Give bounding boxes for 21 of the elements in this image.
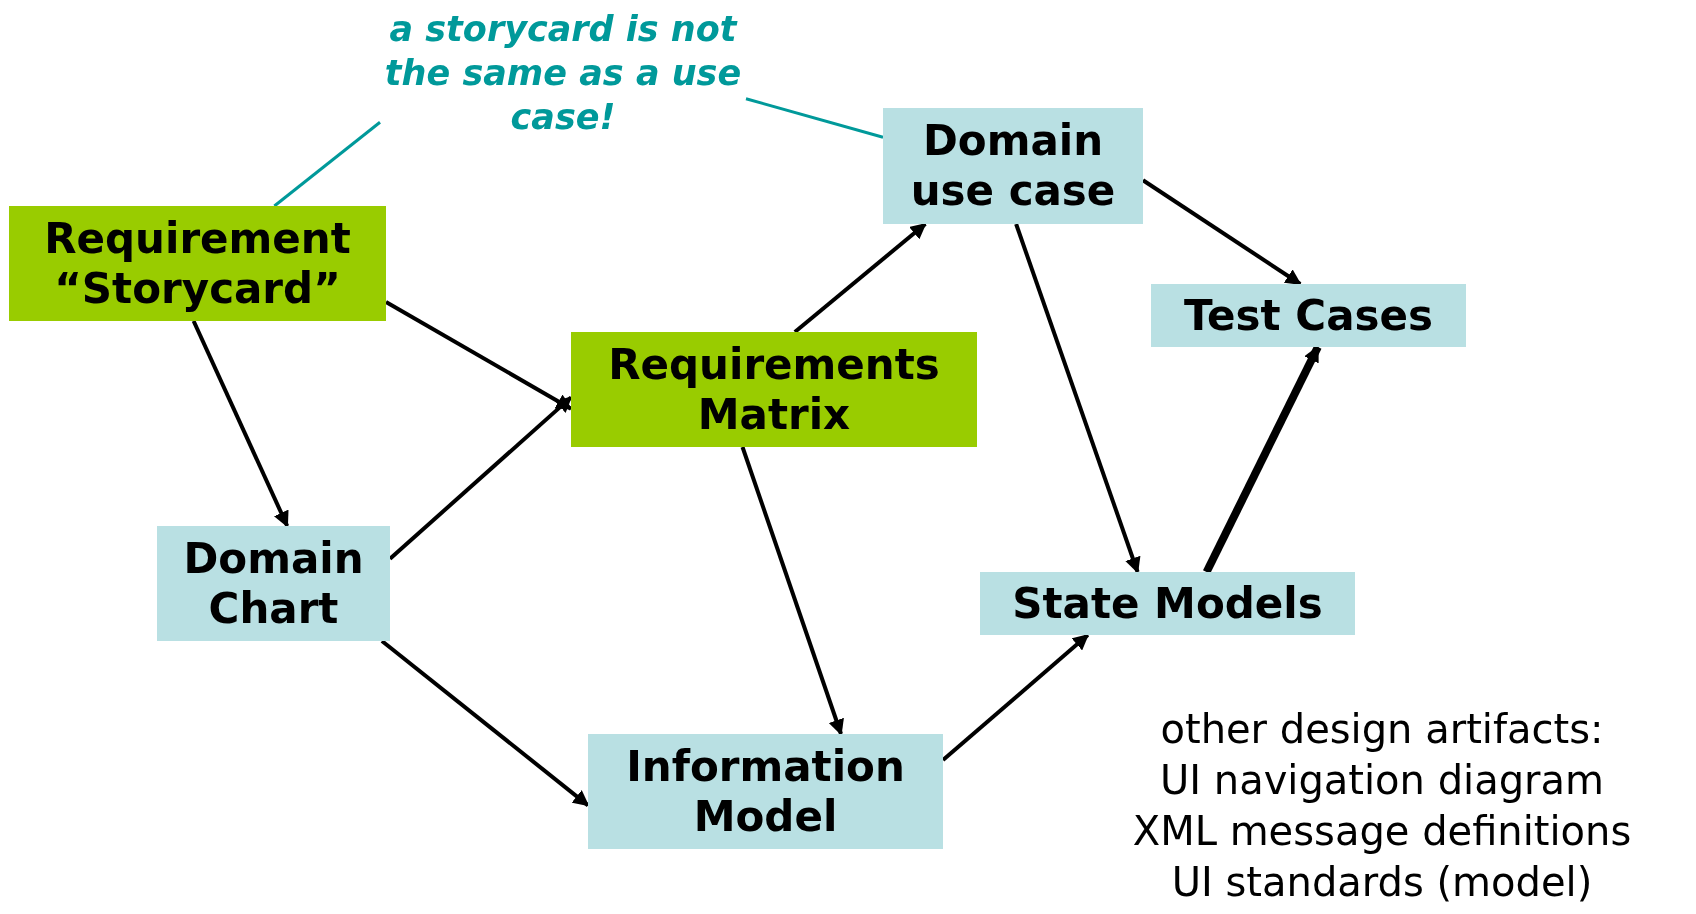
arrow bbox=[191, 320, 290, 528]
artifact-box: Information Model bbox=[588, 734, 943, 849]
artifact-box: Test Cases bbox=[1151, 284, 1466, 347]
arrow bbox=[380, 639, 590, 807]
requirement-box: Requirement “Storycard” bbox=[9, 206, 386, 321]
note-text: UI standards (model) bbox=[1171, 858, 1593, 907]
note-text: other design artifacts: bbox=[1160, 705, 1604, 754]
arrow bbox=[1203, 345, 1322, 574]
artifact-box: Domain use case bbox=[883, 108, 1143, 224]
arrow bbox=[1014, 223, 1141, 574]
leader-line bbox=[745, 97, 884, 139]
note-text: UI navigation diagram bbox=[1160, 756, 1604, 805]
callout-text: a storycard is not the same as a use case! bbox=[380, 5, 746, 141]
artifact-box: Domain Chart bbox=[157, 526, 390, 641]
artifact-box: State Models bbox=[980, 572, 1355, 635]
arrow bbox=[740, 446, 844, 736]
requirement-box: Requirements Matrix bbox=[571, 332, 977, 447]
arrow bbox=[793, 222, 927, 334]
arrow bbox=[385, 300, 573, 411]
leader-line bbox=[273, 121, 381, 208]
note-text: XML message definitions bbox=[1132, 807, 1632, 856]
